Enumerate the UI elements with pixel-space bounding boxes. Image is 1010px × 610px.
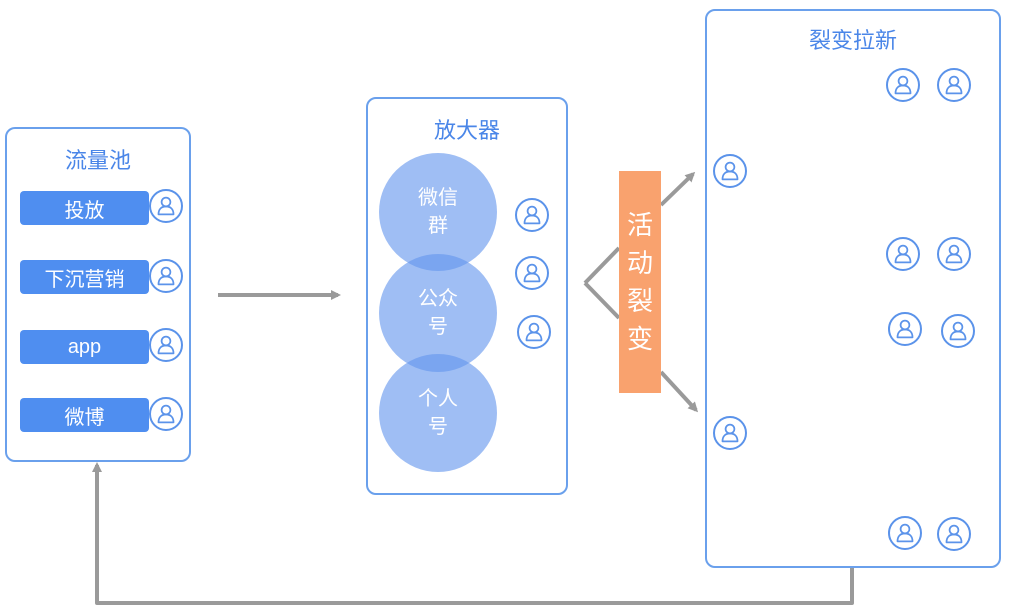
fission-acquisition-panel: 裂变拉新 — [705, 9, 1001, 568]
bubble-wechat-group-label: 微信群 — [418, 187, 458, 237]
user-avatar-icon — [149, 328, 183, 362]
bubble-personal-account: 个人号 — [379, 354, 497, 472]
user-avatar-icon — [515, 256, 549, 290]
arrow-feedback-loop — [92, 462, 854, 605]
user-avatar-icon — [937, 237, 971, 271]
fission-acquisition-title: 裂变拉新 — [808, 28, 897, 53]
user-avatar-icon — [149, 259, 183, 293]
user-avatar-icon — [515, 198, 549, 232]
chip-weibo: 微博 — [20, 398, 149, 432]
bubble-personal-account-label: 个人号 — [418, 388, 458, 438]
user-avatar-icon — [149, 189, 183, 223]
user-avatar-icon — [888, 312, 922, 346]
user-avatar-icon — [713, 416, 747, 450]
user-avatar-icon — [937, 68, 971, 102]
bubble-official-account: 公众号 — [379, 254, 497, 372]
chip-app: app — [20, 330, 149, 364]
traffic-pool-title: 流量池 — [64, 148, 131, 173]
user-avatar-icon — [937, 517, 971, 551]
amplifier-title: 放大器 — [433, 118, 500, 143]
chip-ads: 投放 — [20, 191, 149, 225]
user-avatar-icon — [888, 516, 922, 550]
activity-fission-bar: 活动裂变 — [619, 171, 661, 393]
activity-fission-label: 活动裂变 — [626, 210, 653, 354]
arrow-activity-lower — [659, 370, 699, 413]
arrow-activity-upper — [659, 171, 696, 207]
user-avatar-icon — [886, 237, 920, 271]
chip-sinking-marketing: 下沉营销 — [20, 260, 149, 294]
user-avatar-icon — [886, 68, 920, 102]
bubble-wechat-group: 微信群 — [379, 153, 497, 271]
bubble-official-account-label: 公众号 — [418, 288, 458, 338]
arrow-fork-activity — [583, 246, 621, 285]
user-avatar-icon — [517, 315, 551, 349]
user-avatar-icon — [713, 154, 747, 188]
user-avatar-icon — [149, 397, 183, 431]
user-avatar-icon — [941, 314, 975, 348]
